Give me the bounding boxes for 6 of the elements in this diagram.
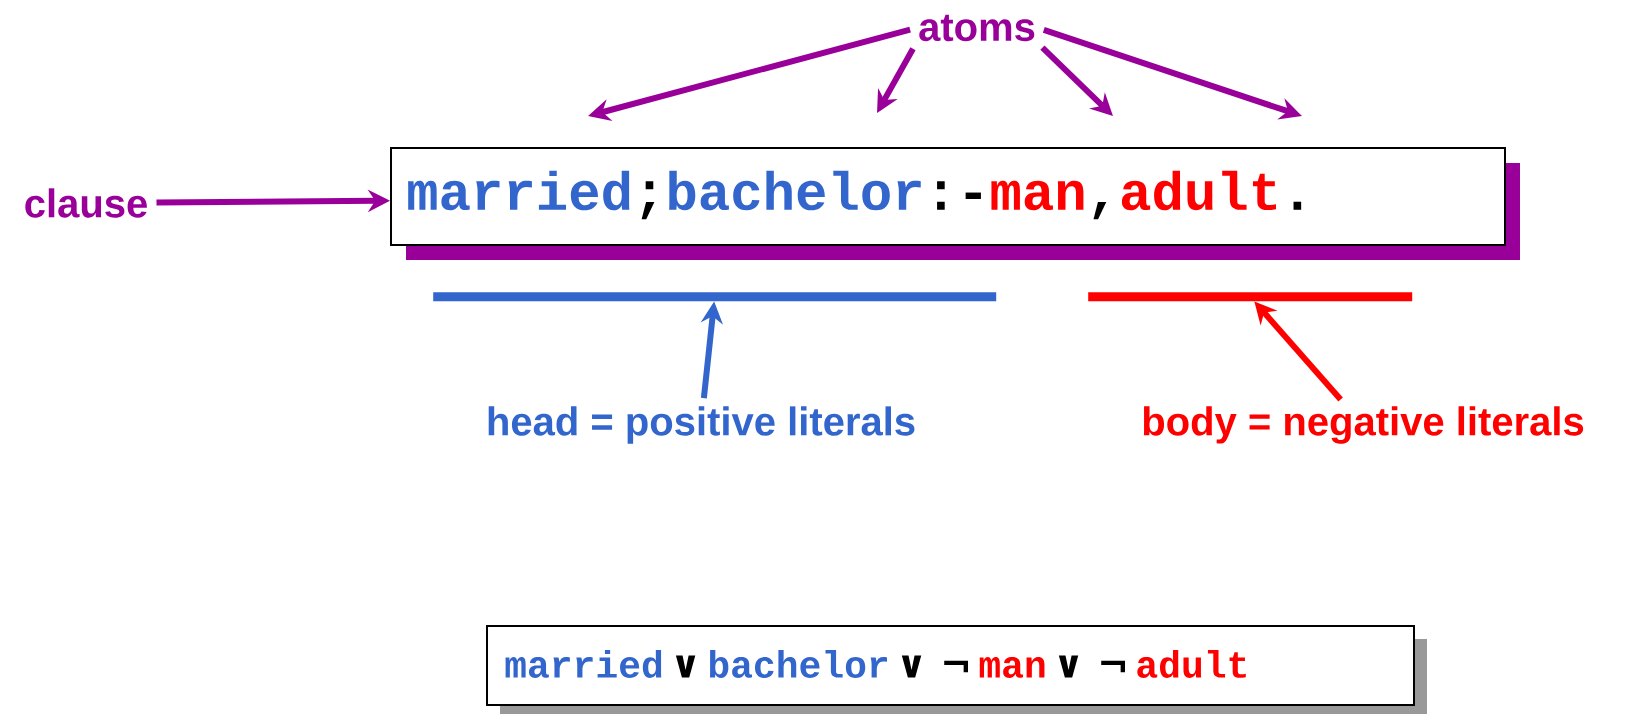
callout-label: head = positive literals [488, 406, 915, 444]
formula-box: married ∨ bachelor ∨ ¬ man ∨ ¬ adult [486, 625, 1427, 714]
callout-label: clause [25, 188, 147, 218]
callout-label: atoms [919, 14, 1035, 42]
callout-label: body = negative literals [1143, 406, 1584, 444]
clause-box: married ; bachelor :- man , adult . [390, 147, 1520, 260]
